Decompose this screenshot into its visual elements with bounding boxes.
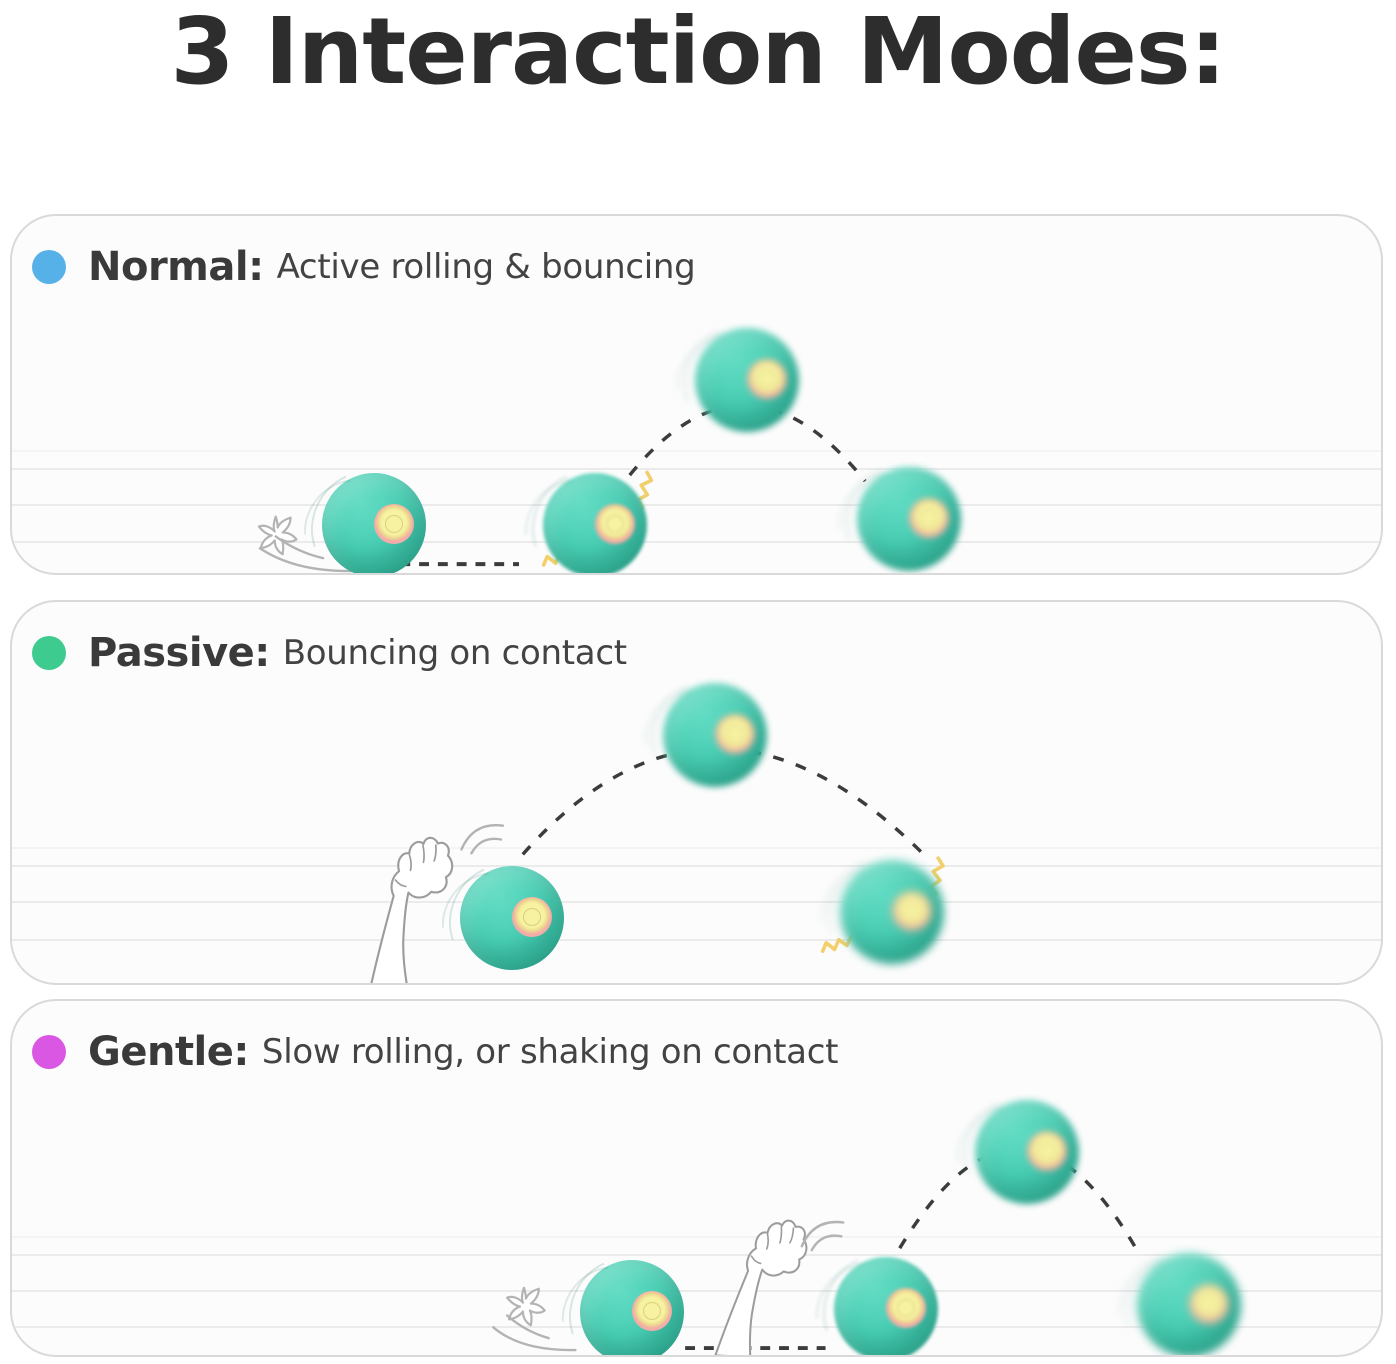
pet-ball <box>284 456 426 573</box>
pet-ball <box>422 849 564 983</box>
floor-line <box>12 1326 1381 1328</box>
panel-normal-mode: Normal: Active rolling & bouncing <box>10 214 1383 575</box>
ball-led-eye <box>1027 1131 1067 1171</box>
mode-label: Normal: <box>88 244 264 290</box>
paw-motion-lines-icon <box>460 823 505 855</box>
mode-color-dot <box>32 250 66 284</box>
floor-line <box>12 1236 1381 1238</box>
floor-line <box>12 541 1381 543</box>
ball-led-eye <box>747 359 787 399</box>
ball-led-eye <box>632 1291 672 1331</box>
floor-line <box>12 1254 1381 1256</box>
pet-ball <box>505 456 647 573</box>
floor-line <box>12 847 1381 849</box>
ball-led-eye <box>715 714 755 754</box>
mode-color-dot <box>32 1035 66 1069</box>
floor-line <box>12 939 1381 941</box>
mode-label: Passive: <box>88 630 270 676</box>
pet-ball <box>802 843 944 982</box>
ball-led-eye <box>595 504 635 544</box>
mode-label: Gentle: <box>88 1029 249 1075</box>
floor-line <box>12 865 1381 867</box>
floor-line <box>12 901 1381 903</box>
ball-led-eye <box>1189 1284 1229 1324</box>
ball-led-eye <box>374 504 414 544</box>
mode-header: Gentle: Slow rolling, or shaking on cont… <box>32 1029 838 1075</box>
pet-ball <box>1099 1236 1241 1355</box>
mode-color-dot <box>32 636 66 670</box>
pet-ball <box>819 450 961 573</box>
mode-description: Bouncing on contact <box>282 633 627 673</box>
floor-line <box>12 504 1381 506</box>
pet-ball <box>937 1083 1079 1222</box>
floor-line <box>12 1290 1381 1292</box>
mode-description: Slow rolling, or shaking on contact <box>261 1032 839 1072</box>
page-title: 3 Interaction Modes: <box>170 0 1227 105</box>
pet-ball <box>625 666 767 805</box>
floor-line <box>12 468 1381 470</box>
pet-ball <box>542 1243 684 1355</box>
floor-line <box>12 450 1381 452</box>
mode-description: Active rolling & bouncing <box>276 247 696 287</box>
pet-ball <box>796 1240 938 1355</box>
panel-gentle-mode: Gentle: Slow rolling, or shaking on cont… <box>10 999 1383 1357</box>
panel-passive-mode: Passive: Bouncing on contact <box>10 600 1383 985</box>
ball-led-eye <box>886 1288 926 1328</box>
ball-led-eye <box>892 891 932 931</box>
pet-ball <box>657 311 799 450</box>
mode-header: Normal: Active rolling & bouncing <box>32 244 696 290</box>
mode-header: Passive: Bouncing on contact <box>32 630 627 676</box>
ball-led-eye <box>512 897 552 937</box>
ball-led-eye <box>909 498 949 538</box>
swipe-poof-icon <box>506 1286 546 1327</box>
swipe-poof-icon <box>257 515 298 556</box>
